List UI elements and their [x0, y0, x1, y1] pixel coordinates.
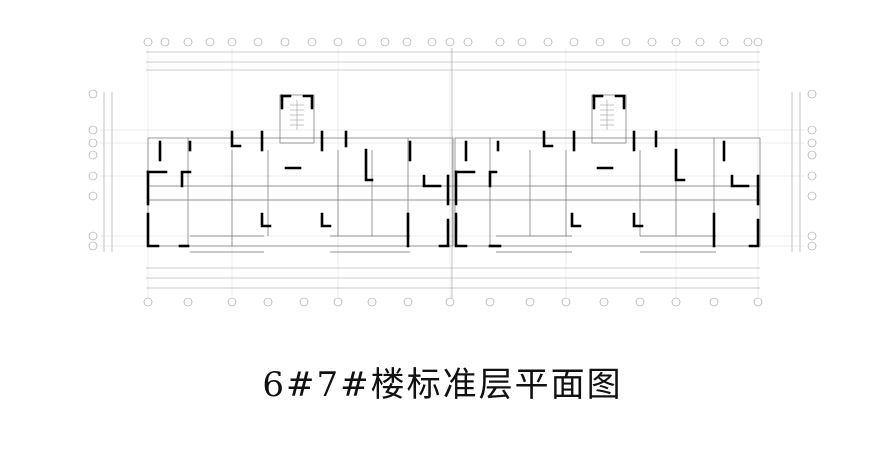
drawing-title: 6#7#楼标准层平面图 [262, 365, 623, 405]
bottom-axis-grid [143, 267, 763, 307]
structural-walls [146, 94, 760, 248]
floor-plan-drawing [88, 37, 817, 307]
interior-walls [147, 94, 761, 253]
stair-treads [290, 100, 614, 130]
top-axis-grid [143, 37, 763, 71]
side-axis-grid [88, 89, 817, 252]
axis-lines [100, 48, 805, 298]
